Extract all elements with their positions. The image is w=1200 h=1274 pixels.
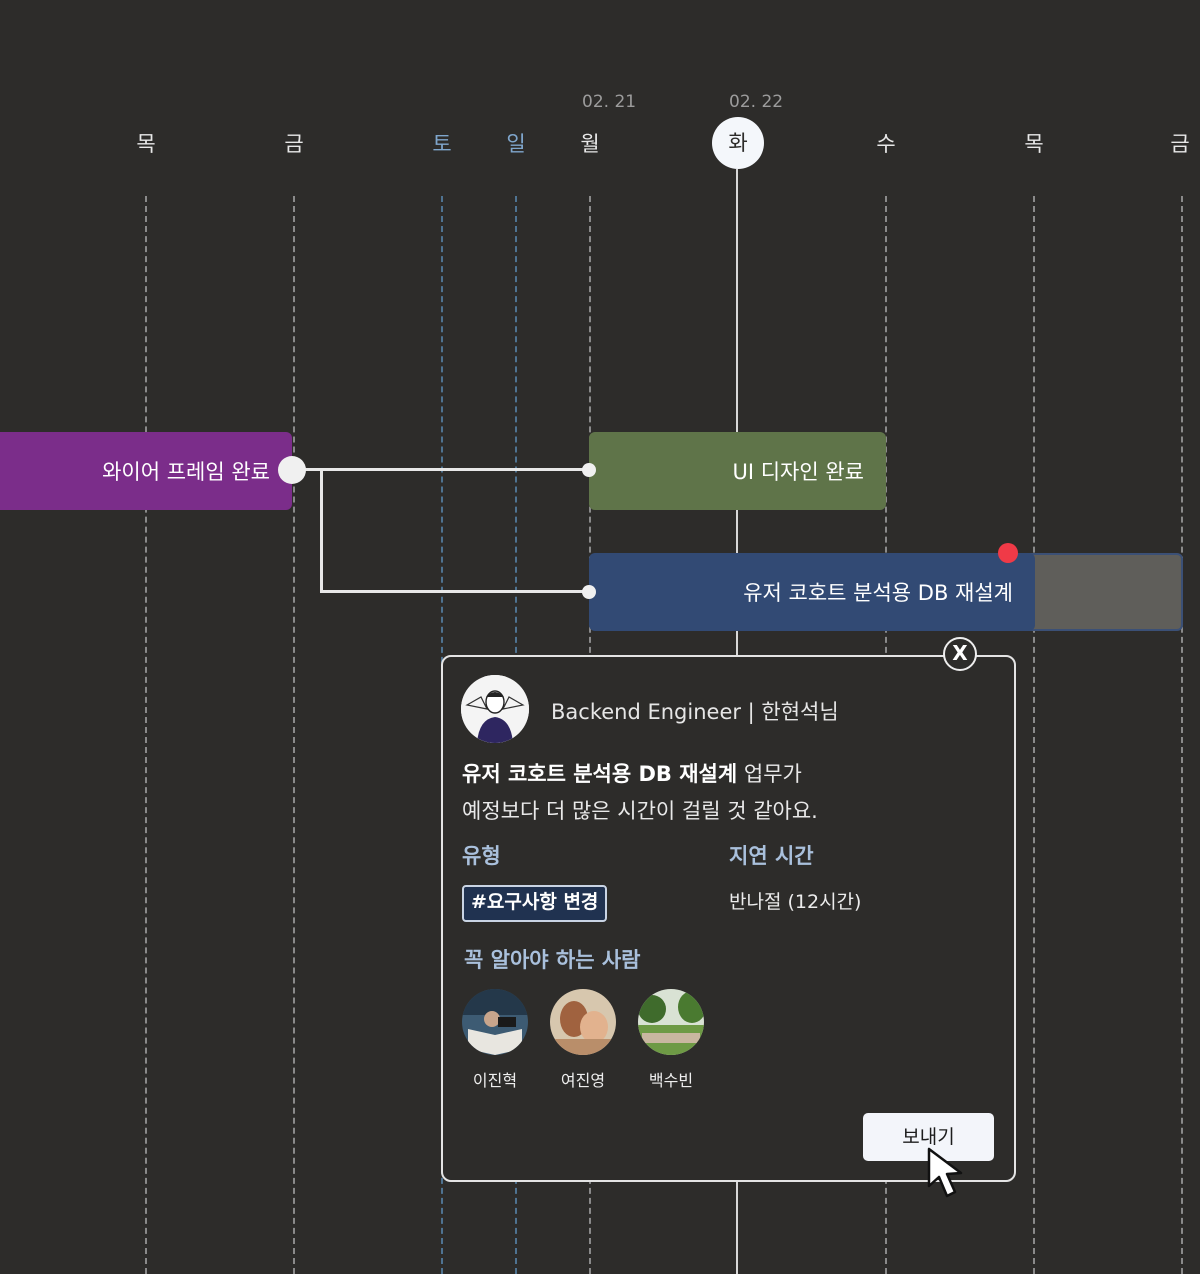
delay-value: 반나절 (12시간) — [729, 891, 862, 913]
date-label-0222: 02. 22 — [729, 92, 784, 112]
day-label-mon: 월 — [580, 132, 600, 156]
task-db-redesign-label: 유저 코호트 분석용 DB 재설계 — [743, 581, 1013, 605]
author-label: Backend Engineer | 한현석님 — [551, 700, 839, 724]
close-button[interactable]: X — [943, 637, 977, 671]
day-label-sat: 토 — [432, 132, 452, 156]
painting-photo-icon — [550, 989, 616, 1055]
alert-dot — [998, 543, 1018, 563]
person-name: 여진영 — [560, 1071, 606, 1090]
person-reading-photo-icon — [462, 989, 528, 1055]
must-know-heading: 꼭 알아야 하는 사람 — [464, 948, 641, 972]
mouse-cursor-icon — [927, 1147, 963, 1198]
task-wireframe-label: 와이어 프레임 완료 — [102, 460, 270, 484]
person-chip[interactable]: 이진혁 — [450, 989, 540, 1091]
task-ui-design-label: UI 디자인 완료 — [732, 460, 864, 484]
type-tag[interactable]: #요구사항 변경 — [462, 885, 608, 922]
person-chip[interactable]: 백수빈 — [626, 989, 716, 1091]
grid-line — [1033, 196, 1035, 1274]
delay-heading: 지연 시간 — [729, 844, 814, 868]
today-marker[interactable]: 화 — [712, 117, 764, 169]
task-ui-design[interactable]: UI 디자인 완료 — [589, 432, 886, 510]
grid-line — [145, 196, 147, 1274]
park-crowd-photo-icon — [638, 989, 704, 1055]
engineer-avatar-icon — [461, 675, 529, 743]
person-name: 이진혁 — [472, 1071, 518, 1090]
message-suffix: 업무가 — [737, 762, 802, 786]
dependency-line — [320, 590, 589, 593]
delay-message: 유저 코호트 분석용 DB 재설계 업무가 예정보다 더 많은 시간이 걸릴 것… — [462, 756, 818, 830]
dependency-handle[interactable] — [278, 456, 306, 484]
message-line-2: 예정보다 더 많은 시간이 걸릴 것 같아요. — [462, 799, 818, 823]
type-heading: 유형 — [462, 844, 501, 868]
day-label-wed: 수 — [876, 132, 896, 156]
day-label-sun: 일 — [506, 132, 526, 156]
task-db-redesign[interactable]: 유저 코호트 분석용 DB 재설계 — [589, 553, 1035, 631]
message-task-name: 유저 코호트 분석용 DB 재설계 — [462, 762, 738, 786]
dependency-line — [300, 468, 589, 471]
day-label-thu: 목 — [136, 132, 156, 156]
date-label-0221: 02. 21 — [582, 92, 637, 112]
dependency-line — [320, 468, 323, 592]
person-name: 백수빈 — [648, 1071, 694, 1090]
dependency-node — [582, 463, 596, 477]
task-wireframe[interactable]: 와이어 프레임 완료 — [0, 432, 292, 510]
day-label-fri: 금 — [284, 132, 304, 156]
day-label-thu-2: 목 — [1024, 132, 1044, 156]
avatar — [461, 675, 529, 743]
person-chip[interactable]: 여진영 — [538, 989, 628, 1091]
dependency-node — [582, 585, 596, 599]
day-label-fri-2: 금 — [1170, 132, 1190, 156]
grid-line — [1181, 196, 1183, 1274]
grid-line — [293, 196, 295, 1274]
